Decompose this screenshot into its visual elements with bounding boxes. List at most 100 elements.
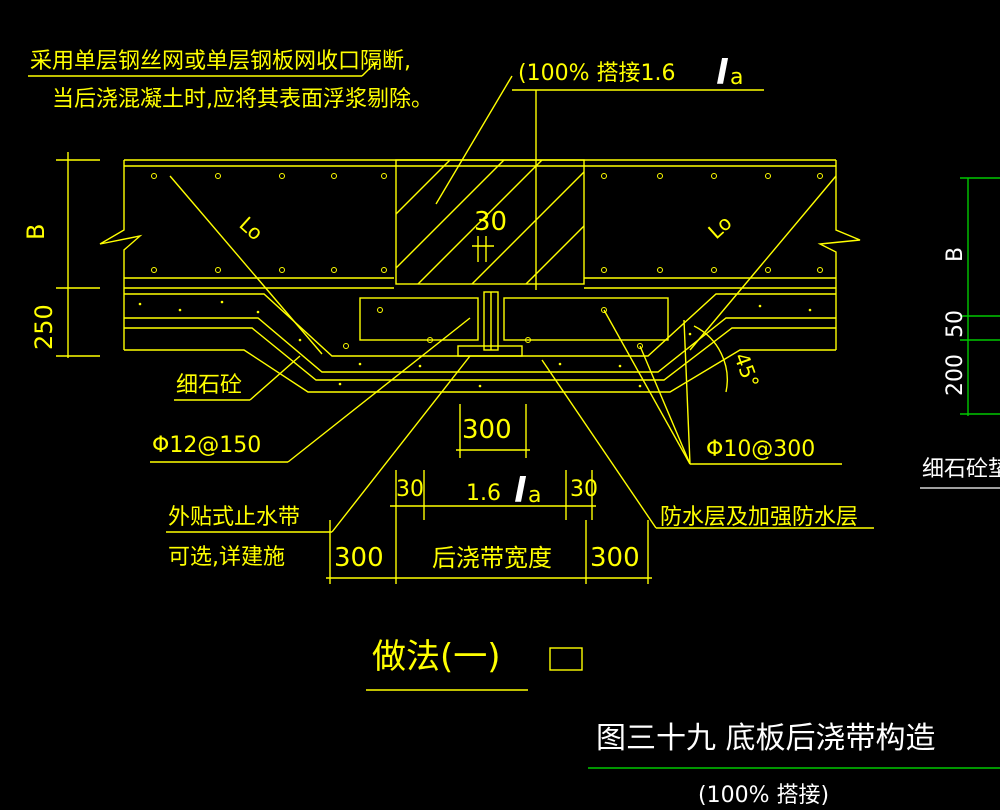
angle-45: 45° xyxy=(729,350,764,392)
speckle xyxy=(178,308,182,312)
label-fine-concrete-pad: 细石砼垫 xyxy=(922,457,1000,482)
rebar-dot xyxy=(637,343,643,349)
note-la-l: l xyxy=(716,53,729,93)
rebar-dot xyxy=(817,267,823,273)
angle-arc xyxy=(693,325,728,393)
speckle xyxy=(618,364,622,368)
post-cast-strip xyxy=(395,159,585,285)
hatch-1 xyxy=(395,159,451,215)
dim-30-right: 30 xyxy=(570,477,598,502)
rebar-dot xyxy=(381,173,387,179)
lap-diagonal-right xyxy=(689,175,837,351)
speckle xyxy=(688,332,692,336)
cover-30: 30 xyxy=(474,207,507,237)
note-la-a: a xyxy=(730,65,743,90)
dim-16: 1.6 xyxy=(466,481,501,506)
speckle xyxy=(808,308,812,312)
rebar-dot xyxy=(765,173,771,179)
dim-right-200: 200 xyxy=(943,354,968,396)
dim-left-250: 250 xyxy=(30,304,58,350)
rebar-dot xyxy=(601,267,607,273)
rebar-dot xyxy=(765,267,771,273)
rebar-dot xyxy=(657,173,663,179)
mesh-leader-line xyxy=(435,75,513,205)
speckle xyxy=(638,384,642,388)
layer-2 xyxy=(124,317,836,373)
lower-slab-right xyxy=(503,297,669,341)
dim-band-width: 后浇带宽度 xyxy=(432,544,552,572)
label-fine-concrete: 细石砼 xyxy=(176,373,242,398)
rebar-dot xyxy=(711,267,717,273)
dim-300-center: 300 xyxy=(462,415,512,445)
layer-3 xyxy=(124,327,836,381)
speckle xyxy=(758,304,762,308)
speckle xyxy=(478,384,482,388)
rebar-dots xyxy=(151,173,823,349)
rebar-dot xyxy=(151,173,157,179)
fine-concrete-speckle xyxy=(138,300,812,388)
rebar-dot xyxy=(377,307,383,313)
note-mesh-line2: 当后浇混凝土时,应将其表面浮浆剔除。 xyxy=(52,87,433,112)
rebar-dot xyxy=(215,267,221,273)
rebar-dot xyxy=(331,173,337,179)
speckle xyxy=(358,362,362,366)
rebar-dot xyxy=(381,267,387,273)
speckle xyxy=(138,302,142,306)
dim-right-b: B xyxy=(943,247,968,262)
rebar-dot xyxy=(601,307,607,313)
note-leader-tick xyxy=(361,61,377,77)
rebar-dot xyxy=(215,173,221,179)
rebar-dot xyxy=(657,267,663,273)
post-cast-hatch xyxy=(395,159,585,285)
rebar-dot xyxy=(817,173,823,179)
rebar-dot xyxy=(601,173,607,179)
label-fine-concrete-leader xyxy=(249,355,301,401)
layer-4 xyxy=(124,349,836,393)
label-rebar10: Φ10@300 xyxy=(706,437,815,462)
lower-slab-left xyxy=(359,297,479,341)
dim-300-right: 300 xyxy=(590,543,640,573)
rebar-dot xyxy=(151,267,157,273)
dim-la-a: a xyxy=(528,483,541,508)
break-mark-left xyxy=(99,160,143,350)
speckle xyxy=(256,310,260,314)
label-waterstop-1: 外贴式止水带 xyxy=(168,505,300,530)
waterstop-base xyxy=(457,345,523,357)
label-waterstop-2: 可选,详建施 xyxy=(168,545,285,570)
hatch-3 xyxy=(417,159,543,285)
hatch-4 xyxy=(471,171,585,285)
label-waterproof: 防水层及加强防水层 xyxy=(660,505,858,530)
label-rebar12: Φ12@150 xyxy=(152,433,261,458)
layer-1 xyxy=(124,293,836,357)
figure-title: 图三十九 底板后浇带构造 xyxy=(596,721,936,756)
hatch-5 xyxy=(525,225,585,285)
speckle xyxy=(220,300,224,304)
hatch-2 xyxy=(395,159,505,269)
rebar-dot xyxy=(331,267,337,273)
note-lap: (100% 搭接1.6 xyxy=(518,61,675,86)
rebar-dot xyxy=(279,173,285,179)
speckle xyxy=(298,338,302,342)
label-rebar12-leader xyxy=(287,317,471,463)
method-box xyxy=(549,647,583,671)
lo-right: Lo xyxy=(703,210,736,243)
lo-left: Lo xyxy=(235,212,268,245)
note-mesh-line1: 采用单层钢丝网或单层钢板网收口隔断, xyxy=(30,49,411,74)
label-rebar10-leader-c xyxy=(683,319,691,465)
speckle xyxy=(338,382,342,386)
dim-30-left: 30 xyxy=(396,477,424,502)
dim-left-b: B xyxy=(22,224,50,240)
label-waterproof-leader xyxy=(541,359,657,529)
break-mark-right xyxy=(817,160,861,350)
rebar-dot xyxy=(279,267,285,273)
label-rebar10-leader-a xyxy=(603,309,691,465)
label-rebar10-leader-b xyxy=(639,345,691,465)
method-title: 做法(一) xyxy=(372,637,501,677)
speckle xyxy=(558,362,562,366)
figure-subtitle: (100% 搭接) xyxy=(698,783,829,808)
dim-right-50: 50 xyxy=(943,310,968,338)
rebar-dot xyxy=(711,173,717,179)
dim-la-l: l xyxy=(514,471,527,511)
